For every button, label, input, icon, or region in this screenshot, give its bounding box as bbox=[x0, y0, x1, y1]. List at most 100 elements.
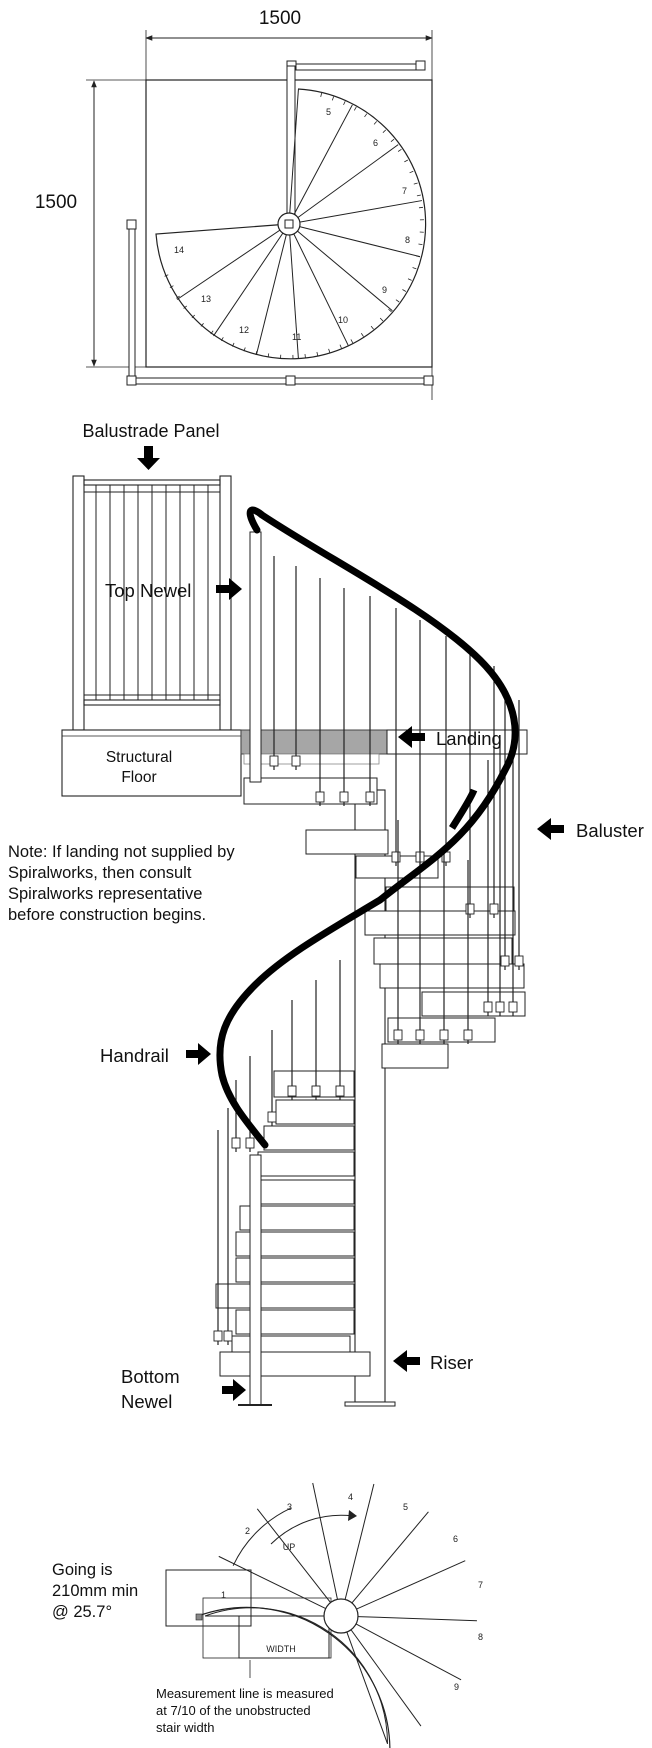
baluster-bracket bbox=[223, 1330, 233, 1342]
plan-tread-line bbox=[288, 89, 299, 225]
plan-tick bbox=[183, 305, 188, 309]
stair-tread bbox=[364, 910, 516, 936]
going-step-7: 7 bbox=[478, 1580, 483, 1590]
plan-tread-line bbox=[176, 223, 290, 300]
balustrade-arrow-icon bbox=[137, 446, 160, 470]
plan-tick bbox=[331, 96, 334, 101]
plan-tick bbox=[409, 170, 414, 174]
baluster-bracket bbox=[267, 1111, 277, 1123]
handrail-arrow-icon bbox=[186, 1043, 211, 1065]
plan-tread-line bbox=[288, 223, 421, 258]
stair-tread bbox=[243, 777, 378, 805]
baluster-bracket bbox=[245, 1137, 255, 1149]
landing-note: Note: If landing not supplied by Spiralw… bbox=[8, 843, 235, 924]
plan-step-7: 7 bbox=[402, 186, 407, 196]
baluster-bracket bbox=[315, 791, 325, 803]
baluster-bracket bbox=[339, 791, 349, 803]
measurement-note: Measurement line is measured at 7/10 of … bbox=[156, 1686, 334, 1735]
plan-tick bbox=[364, 113, 368, 118]
landing-arrow-icon bbox=[398, 726, 425, 748]
width-label: WIDTH bbox=[266, 1644, 296, 1654]
baluster-bracket bbox=[465, 903, 475, 915]
going-step-4: 4 bbox=[348, 1492, 353, 1502]
plan-tick bbox=[412, 267, 417, 270]
plan-tick bbox=[316, 351, 319, 356]
height-dimension-label: 1500 bbox=[35, 192, 77, 213]
plan-tick bbox=[407, 278, 412, 281]
going-tread-line bbox=[218, 1555, 326, 1609]
plan-tread-line bbox=[288, 223, 393, 312]
structural-floor bbox=[61, 729, 242, 797]
central-column bbox=[354, 789, 386, 1403]
baluster-bracket bbox=[291, 755, 301, 767]
going-tread-line bbox=[356, 1560, 466, 1610]
going-step-1: 1 bbox=[221, 1590, 226, 1600]
top-newel-label: Top Newel bbox=[105, 580, 191, 601]
going-tread-line bbox=[355, 1623, 462, 1681]
plan-tick bbox=[416, 194, 421, 197]
baluster-bracket bbox=[415, 1029, 425, 1041]
up-arrow-icon bbox=[348, 1510, 357, 1521]
plan-tread-line bbox=[288, 104, 353, 225]
baluster-label: Baluster bbox=[576, 820, 644, 841]
plan-tread-arc bbox=[155, 88, 427, 360]
baluster-bracket bbox=[391, 851, 401, 863]
baluster-bracket bbox=[514, 955, 524, 967]
plan-tick bbox=[176, 295, 180, 299]
riser-label: Riser bbox=[430, 1352, 473, 1373]
going-start-marker bbox=[195, 1613, 203, 1621]
plan-tick bbox=[164, 274, 169, 277]
plan-tick bbox=[169, 285, 174, 288]
plan-tick bbox=[418, 243, 423, 246]
plan-tick bbox=[220, 337, 224, 341]
plan-tread-line bbox=[288, 200, 423, 225]
landing-slab bbox=[240, 729, 388, 755]
baluster-bracket bbox=[393, 1029, 403, 1041]
plan-tick bbox=[390, 138, 395, 143]
plan-view: 1500 1500 5 6 7 8 9 10 bbox=[35, 8, 434, 400]
plan-tick bbox=[350, 339, 354, 344]
baluster-bracket bbox=[483, 1001, 493, 1013]
plan-tread-line bbox=[213, 223, 290, 337]
handrail-label: Handrail bbox=[100, 1045, 169, 1066]
balustrade-panel bbox=[72, 475, 232, 731]
plan-step-13: 13 bbox=[201, 294, 211, 304]
baluster-arrow-icon bbox=[537, 818, 564, 840]
plan-step-10: 10 bbox=[338, 315, 348, 325]
plan-tick bbox=[379, 317, 384, 322]
going-step-5: 5 bbox=[403, 1502, 408, 1512]
baluster-bracket bbox=[439, 1029, 449, 1041]
stair-tread bbox=[215, 1283, 355, 1309]
baluster-bracket bbox=[463, 1029, 473, 1041]
stair-tread bbox=[249, 1179, 355, 1205]
going-tread-line bbox=[346, 1631, 388, 1744]
going-step-9: 9 bbox=[454, 1682, 459, 1692]
going-tread-line bbox=[350, 1629, 422, 1727]
plan-tick bbox=[373, 121, 377, 125]
stair-tread bbox=[257, 1151, 355, 1177]
plan-step-12: 12 bbox=[239, 325, 249, 335]
going-tread-line bbox=[344, 1483, 375, 1600]
plan-tick bbox=[232, 342, 235, 347]
plan-tick bbox=[191, 314, 196, 319]
stair-tread bbox=[219, 1351, 371, 1377]
plan-tick bbox=[388, 308, 392, 313]
plan-tick bbox=[402, 289, 407, 292]
baluster-bracket bbox=[287, 1085, 297, 1097]
stair-tread bbox=[373, 937, 513, 965]
baluster-bracket bbox=[500, 955, 510, 967]
handrail bbox=[216, 506, 519, 1149]
landing-label: Landing bbox=[436, 728, 502, 749]
up-arrow-arc bbox=[270, 1514, 354, 1545]
baluster-bracket bbox=[365, 791, 375, 803]
plan-tread-line bbox=[288, 223, 349, 346]
stair-tread bbox=[379, 963, 525, 989]
plan-tick bbox=[360, 333, 364, 337]
top-newel bbox=[249, 531, 262, 783]
baluster-bracket bbox=[489, 903, 499, 915]
plan-tick bbox=[343, 101, 346, 106]
baluster-bracket bbox=[495, 1001, 505, 1013]
